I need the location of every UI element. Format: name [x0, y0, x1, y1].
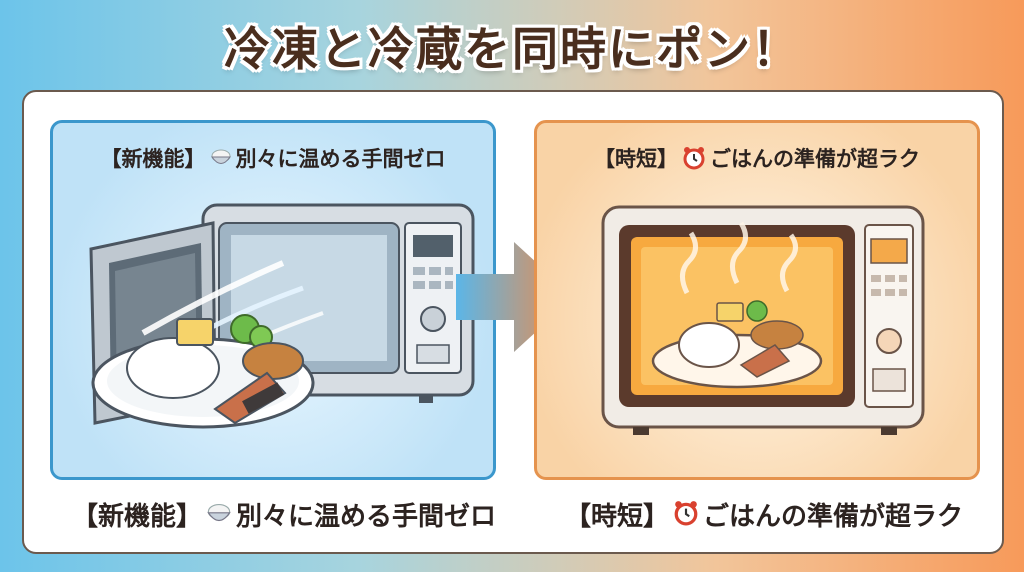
- caption-time-saving: 【時短】 ごはんの準備が超ラク: [524, 500, 1004, 534]
- panel-new-feature: 【新機能】 別々に温める手間ゼロ: [50, 120, 496, 480]
- caption-text: ごはんの準備が超ラク: [703, 502, 964, 532]
- arrow-right-icon: [456, 242, 574, 352]
- microwave-cooking-illustration: [601, 205, 925, 435]
- rice-bowl-icon: [210, 148, 232, 173]
- caption-text: 別々に温める手間ゼロ: [236, 502, 497, 532]
- caption-tag: 【時短】: [564, 502, 669, 532]
- content-card: 【新機能】別々に温める手間ゼロ: [22, 90, 1004, 554]
- page-title: 冷凍と冷蔵を同時にポン！: [224, 22, 800, 76]
- alarm-clock-icon: [673, 500, 699, 535]
- caption-new-feature: 【新機能】 別々に温める手間ゼロ: [24, 500, 544, 534]
- panel-text: 別々に温める手間ゼロ: [235, 147, 446, 171]
- panel-tag: 【時短】: [594, 147, 678, 171]
- rice-bowl-icon: [206, 501, 232, 535]
- caption-tag: 【新機能】: [71, 502, 202, 532]
- panel-label-new-feature: 【新機能】 別々に温める手間ゼロ: [53, 143, 493, 173]
- panel-text: ごはんの準備が超ラク: [710, 147, 920, 171]
- microwave-open-illustration: [89, 203, 475, 429]
- panel-time-saving: 【時短】 ごはんの準備が超ラク: [534, 120, 980, 480]
- alarm-clock-icon: [682, 146, 706, 175]
- panel-label-time-saving: 【時短】 ごはんの準備が超ラク: [537, 143, 977, 175]
- panel-tag: 【新機能】: [100, 147, 206, 171]
